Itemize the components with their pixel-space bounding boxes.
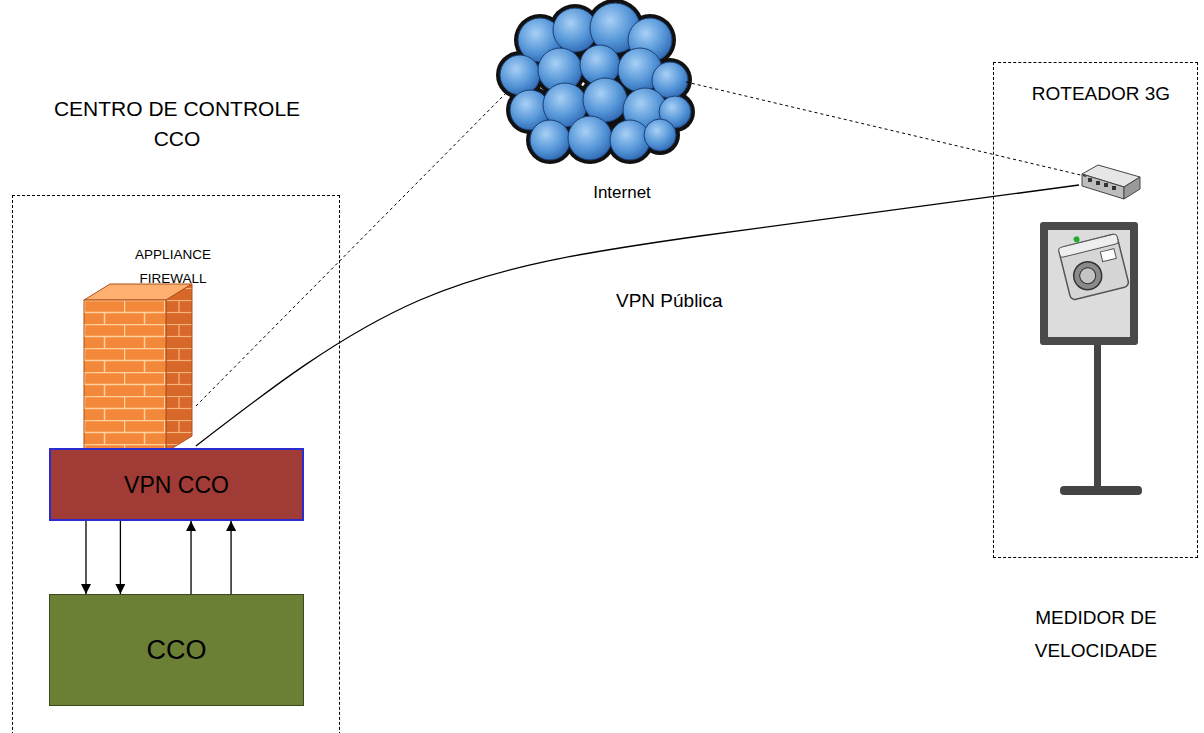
- internet-cloud-part: [583, 78, 627, 122]
- node-label: CCO: [147, 634, 207, 666]
- internet-cloud-part: [568, 116, 612, 160]
- connector: [230, 521, 231, 594]
- router-icon-part: [1096, 181, 1100, 185]
- connector: [196, 185, 1079, 446]
- speed-camera-part: [1100, 249, 1116, 262]
- internet-cloud-part: [610, 120, 650, 160]
- cloud-node: Internet: [500, 10, 695, 215]
- internet-cloud: [496, 0, 695, 164]
- speed-camera: [1040, 222, 1142, 495]
- node-label: ROTEADOR 3G: [1006, 82, 1196, 106]
- speed-camera-part: [1071, 259, 1105, 293]
- node-label: MEDIDOR DE VELOCIDADE: [1021, 601, 1171, 667]
- node-label: CENTRO DE CONTROLE CCO: [42, 94, 312, 154]
- router-node: ROTEADOR 3G: [1006, 79, 1196, 204]
- firewall-icon: [84, 284, 192, 452]
- connector: [85, 521, 86, 594]
- speed-camera-part: [1078, 266, 1097, 285]
- connector: [196, 92, 507, 406]
- router-icon-part: [1082, 174, 1124, 199]
- node-label: Internet: [572, 182, 672, 204]
- router-icon-part: [1088, 178, 1092, 182]
- speed-camera-part: [1048, 230, 1130, 337]
- firewall-icon-part: [166, 284, 192, 452]
- control-center-region: CENTRO DE CONTROLE CCOAPPLIANCE FIREWALL…: [12, 195, 340, 733]
- process-box: VPN CCO: [49, 448, 304, 521]
- speed-camera-part: [1040, 222, 1138, 345]
- internet-cloud-part: [644, 119, 676, 151]
- firewall-icon-part: [84, 300, 166, 452]
- process-box: CCO: [49, 594, 304, 706]
- router-icon: [1082, 165, 1140, 199]
- speed-camera-part: [1073, 236, 1080, 243]
- speed-camera-part: [1060, 486, 1142, 495]
- router-icon-part: [1104, 183, 1108, 187]
- connector: [120, 521, 121, 594]
- node-label: VPN CCO: [124, 471, 229, 499]
- connector-label: VPN Pública: [612, 289, 727, 313]
- router-icon-part: [1112, 186, 1116, 190]
- speed-meter-region: MEDIDOR DE VELOCIDADEROTEADOR 3G: [993, 62, 1198, 558]
- speed-camera-part: [1058, 234, 1129, 301]
- firewall-node: APPLIANCE FIREWALL: [81, 239, 251, 454]
- speed-camera-part: [1094, 343, 1101, 490]
- router-icon-part: [1124, 177, 1140, 199]
- internet-cloud-part: [530, 120, 570, 160]
- internet-cloud-part: [500, 55, 540, 95]
- node-label: APPLIANCE FIREWALL: [118, 243, 228, 291]
- connector: [686, 82, 1089, 177]
- speed-camera-part: [1056, 227, 1129, 301]
- connector: [190, 521, 191, 594]
